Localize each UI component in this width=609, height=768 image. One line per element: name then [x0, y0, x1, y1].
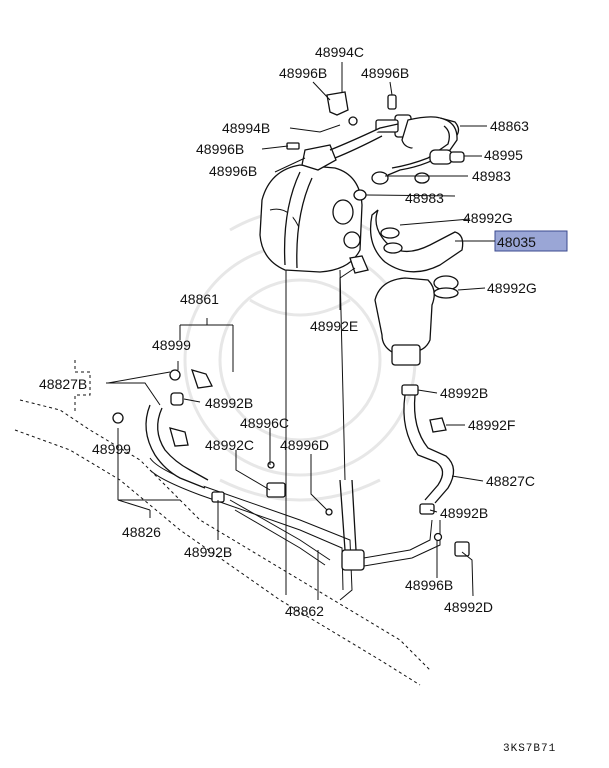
label-48992G-b: 48992G [487, 280, 537, 296]
label-48996B-d: 48996B [209, 163, 257, 179]
label-48999-b: 48999 [92, 441, 131, 457]
label-48996C: 48996C [240, 415, 289, 431]
label-48994C: 48994C [315, 44, 364, 60]
steering-gear [14, 360, 431, 686]
hose-48861 [169, 427, 189, 447]
hose-48035 [369, 209, 464, 273]
hose-48827B [145, 404, 209, 489]
label-48996D: 48996D [280, 437, 329, 453]
hose-48827C [403, 394, 455, 504]
label-48992F: 48992F [468, 417, 515, 433]
label-48992C: 48992C [205, 437, 254, 453]
label-48992B-d: 48992B [184, 544, 232, 560]
label-48996B-a: 48996B [279, 65, 327, 81]
label-48996B-e: 48996B [405, 577, 453, 593]
label-48827C: 48827C [486, 473, 535, 489]
labels: 48994C 48996B 48996B 48994B 48863 48996B… [39, 44, 556, 755]
return-hose-upper [283, 171, 313, 269]
label-48992B-c: 48992B [440, 505, 488, 521]
label-48863: 48863 [490, 118, 529, 134]
label-48995: 48995 [484, 147, 523, 163]
label-48983-b: 48983 [405, 190, 444, 206]
label-48992B-a: 48992B [205, 395, 253, 411]
return-line-right [351, 519, 441, 569]
return-hose-vertical [339, 479, 357, 551]
label-48992E: 48992E [310, 318, 358, 334]
clip-48992E [349, 255, 369, 274]
label-48983-a: 48983 [472, 168, 511, 184]
label-48994B: 48994B [222, 120, 270, 136]
label-48996B-c: 48996B [196, 141, 244, 157]
label-48999-a: 48999 [152, 337, 191, 353]
label-48862: 48862 [285, 603, 324, 619]
label-48861: 48861 [180, 291, 219, 307]
pressure-hose-48863 [329, 123, 399, 159]
label-48826: 48826 [122, 524, 161, 540]
fittings-48995 [353, 149, 465, 201]
return-line-48862-b [229, 499, 331, 566]
leader-lines [106, 62, 568, 600]
figure-code: 3KS7B71 [503, 743, 556, 755]
parts [14, 91, 470, 686]
label-48035: 48035 [497, 234, 536, 250]
label-48992B-b: 48992B [440, 385, 488, 401]
label-48996B-b: 48996B [361, 65, 409, 81]
label-48992D: 48992D [444, 599, 493, 615]
label-48827B: 48827B [39, 376, 87, 392]
reservoir-tank [374, 275, 459, 366]
label-48992G-a: 48992G [463, 210, 513, 226]
